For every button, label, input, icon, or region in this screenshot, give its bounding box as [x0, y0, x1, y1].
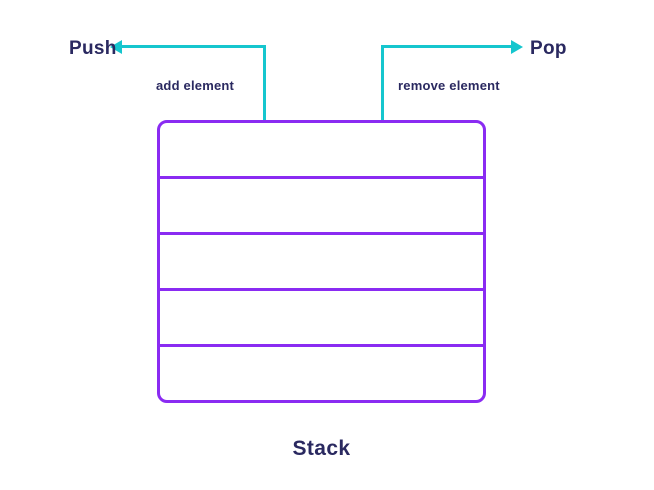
- arrow-left-icon: [110, 39, 122, 54]
- push-arrow-line-vertical: [263, 45, 266, 122]
- stack-slot: [160, 176, 483, 232]
- pop-arrow-line-horizontal: [381, 45, 513, 48]
- pop-label: Pop: [530, 38, 567, 59]
- diagram-caption: Stack: [292, 437, 351, 460]
- pop-arrow-line-vertical: [381, 45, 384, 122]
- push-label: Push: [69, 38, 117, 59]
- stack-slot: [160, 232, 483, 288]
- remove-element-note: remove element: [398, 78, 500, 93]
- push-arrow-line-horizontal: [119, 45, 266, 48]
- stack-slot: [160, 123, 483, 176]
- arrow-right-icon: [511, 39, 523, 54]
- stack-slot: [160, 288, 483, 344]
- stack-slot: [160, 344, 483, 400]
- add-element-note: add element: [156, 78, 235, 93]
- stack-box: [157, 120, 486, 403]
